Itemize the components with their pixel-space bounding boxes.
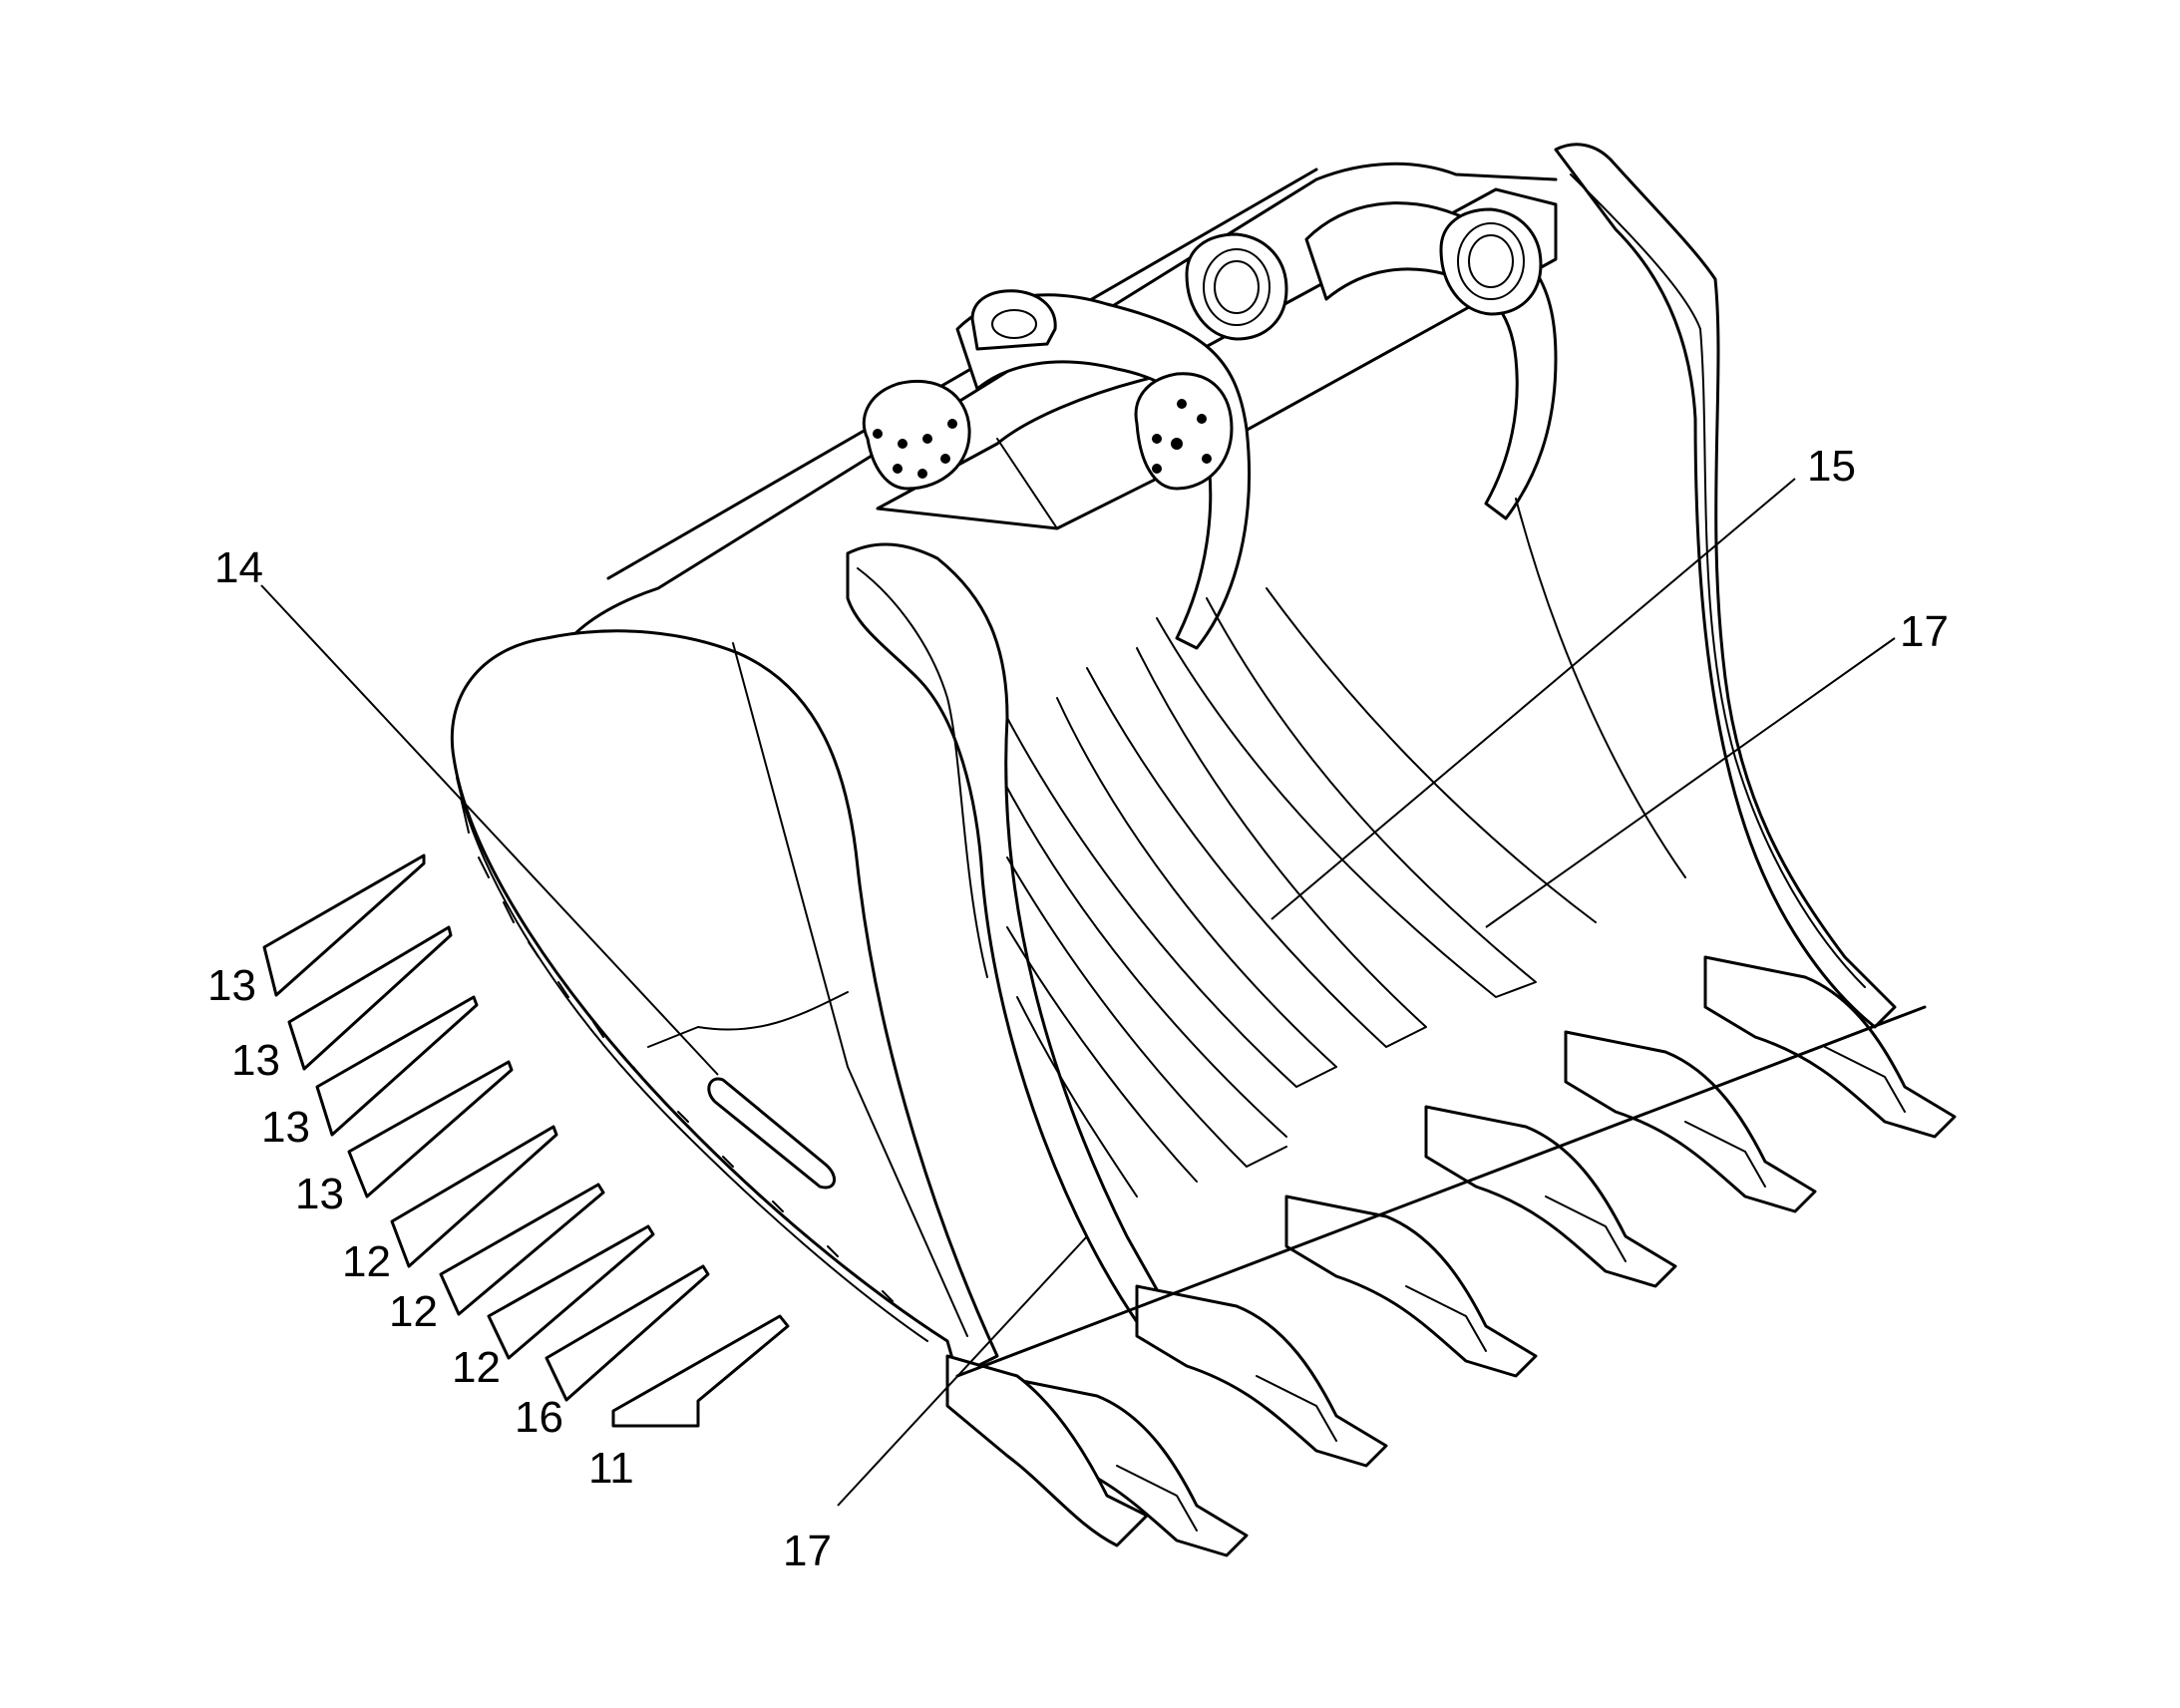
reference-numerals: 14 15 17 17 13 13 13 13 12 12 12 16 11 [207,442,1949,1575]
cutting-edge [955,1005,1927,1378]
label-17-right: 17 [1900,607,1949,656]
tooth-4 [1424,1105,1677,1288]
inner-wear-strips [1006,498,1686,1197]
side-slot [707,1077,836,1190]
tooth-2 [1135,1284,1388,1468]
label-17-bottom: 17 [783,1527,832,1575]
label-11: 11 [588,1444,634,1493]
plate-13a [262,854,426,997]
plate-16 [545,1264,710,1402]
label-12-3: 12 [452,1343,501,1392]
teeth-row [945,955,1957,1557]
label-16: 16 [515,1393,563,1442]
tooth-7 [945,1354,1149,1547]
label-15: 15 [1807,442,1856,491]
label-12-2: 12 [389,1287,438,1336]
bucket-body [450,162,1558,1378]
label-13-3: 13 [261,1103,310,1152]
lifting-eye [970,289,1057,351]
right-side-bar [1554,143,1897,1029]
tooth-3 [1284,1195,1538,1378]
label-13-1: 13 [207,961,256,1010]
tooth-6 [1703,955,1957,1139]
hinge-boss-rear-right [1439,207,1543,316]
left-side-plate [450,629,999,1378]
plate-13d [347,1060,514,1198]
hinge-assembly [862,187,1558,650]
exploded-wear-plates [262,854,790,1428]
hinge-boss-rear-left [1185,232,1288,341]
label-14: 14 [214,543,263,592]
plate-12c [487,1224,655,1360]
hinge-boss-left [862,379,971,491]
plate-11 [611,1314,790,1428]
label-13-4: 13 [295,1170,344,1218]
label-13-2: 13 [231,1036,280,1085]
plate-12a [390,1125,558,1268]
plate-13c [315,995,479,1137]
leader-lines [260,478,1896,1507]
tooth-5 [1564,1030,1817,1213]
hinge-boss-center [1134,372,1234,491]
plate-13b [287,925,453,1071]
label-12-1: 12 [342,1237,391,1286]
plate-12b [439,1183,605,1316]
